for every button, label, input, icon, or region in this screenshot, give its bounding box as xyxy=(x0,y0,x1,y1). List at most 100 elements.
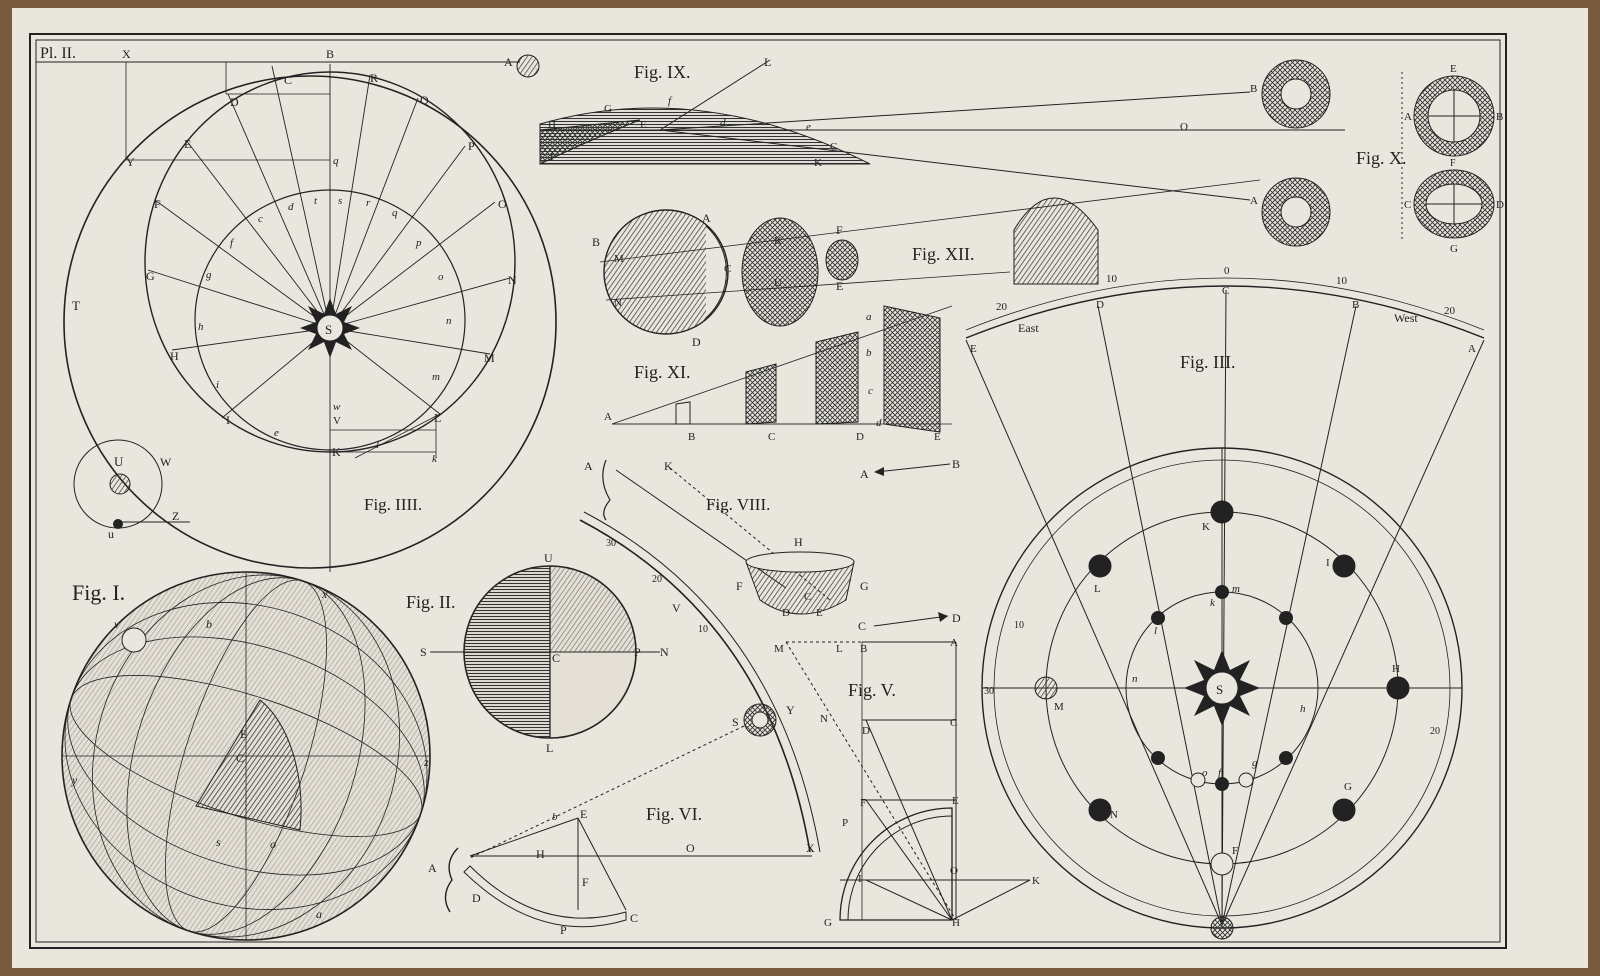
fig9-label-G: G xyxy=(604,103,612,115)
fig11-pane-small xyxy=(745,363,777,425)
fig6-label-S: S xyxy=(732,715,739,729)
fig11-label-d: d xyxy=(876,417,882,429)
fig9-label-L: L xyxy=(764,55,771,69)
fig8-diagram: Fig. VIII. A K H F G C D E V Y xyxy=(584,459,869,717)
fig8-label-V: V xyxy=(672,601,681,615)
fig3-letter-B: B xyxy=(1352,299,1359,311)
fig4-label-D: D xyxy=(230,95,239,109)
fig9-label-C: C xyxy=(830,141,837,153)
fig4-label-B: B xyxy=(326,47,334,61)
arrow-AB: A B xyxy=(860,457,960,481)
arrow-CD-C: C xyxy=(858,619,866,633)
fig4-diagram: S U W Z u A X B C D R Q P O N M L K I H … xyxy=(36,47,557,572)
fig6-label-b: b xyxy=(552,811,558,823)
fig4-label-I: I xyxy=(226,413,230,427)
fig6-scale-10: 10 xyxy=(698,624,708,635)
fig1-label-s: s xyxy=(216,835,221,849)
fig11-label-a: a xyxy=(866,311,872,323)
fig10-label-C: C xyxy=(1404,199,1411,211)
fig5-label-N: N xyxy=(820,713,828,725)
fig11-label-D: D xyxy=(856,431,864,443)
fig3-east: East xyxy=(1018,321,1039,335)
fig3-ring-20: 20 xyxy=(1430,726,1440,737)
fig10-title: Fig. X. xyxy=(1356,148,1407,168)
fig4-inner-r: r xyxy=(366,197,371,209)
fig8-title: Fig. VIII. xyxy=(706,495,770,514)
fig1-sun-u xyxy=(121,627,147,653)
fig4-inner-p: p xyxy=(415,237,422,249)
fig12-title: Fig. XII. xyxy=(912,244,975,264)
fig3-diagram: East West 20 10 0 10 20 E D C B A Fig. I… xyxy=(965,265,1485,940)
fig3-scale-2: 0 xyxy=(1224,265,1230,277)
fig4-title: Fig. IIII. xyxy=(364,495,422,514)
fig12-label-N: N xyxy=(614,297,622,309)
fig4-inner-i: i xyxy=(216,379,219,391)
fig1-label-C: C xyxy=(236,751,244,765)
fig4-label-A: A xyxy=(504,55,513,69)
fig3-scale-1: 10 xyxy=(1106,273,1118,285)
fig3-scale-3: 10 xyxy=(1336,275,1348,287)
fig3-ring-30: 30 xyxy=(984,686,994,697)
fig8-label-K: K xyxy=(664,459,673,473)
fig11-label-B: B xyxy=(688,431,695,443)
fig9-label-H: H xyxy=(548,119,556,131)
fig6-scale xyxy=(463,865,627,928)
fig1-shadow xyxy=(195,699,302,831)
fig3-sun-label: S xyxy=(1216,682,1223,697)
fig5-label-I: I xyxy=(858,873,862,885)
fig12-label-A: A xyxy=(702,211,711,225)
fig4-label-w: w xyxy=(333,401,341,413)
fig3-scale-4: 20 xyxy=(1444,305,1456,317)
fig10-label-G: G xyxy=(1450,243,1458,255)
fig11-label-c: c xyxy=(868,385,873,397)
fig4-label-Y: Y xyxy=(126,155,135,169)
arrow-AB-B: B xyxy=(952,457,960,471)
fig6-scale-30: 30 xyxy=(606,538,616,549)
fig4-label-X: X xyxy=(122,47,131,61)
fig1-label-z: z xyxy=(423,755,429,769)
fig3-scale-0: 20 xyxy=(996,301,1008,313)
fig5-label-A: A xyxy=(950,637,958,649)
fig9-title: Fig. IX. xyxy=(634,62,691,82)
fig2-label-C: C xyxy=(552,651,560,665)
fig9-diagram: Fig. IX. L G f H E d e C K I B A O xyxy=(539,39,1345,247)
fig6-label-X: X xyxy=(806,841,815,855)
fig11-label-b: b xyxy=(866,347,872,359)
fig10-diagram: Fig. X. E A B F C D G xyxy=(1356,63,1504,255)
fig3-sun: S xyxy=(1184,650,1260,726)
fig9-label-K: K xyxy=(814,157,822,169)
fig5-label-L: L xyxy=(836,643,843,655)
fig9-label-I: I xyxy=(550,151,554,163)
fig3-letter-D: D xyxy=(1096,299,1104,311)
fig5-label-B: B xyxy=(860,643,867,655)
fig6-label-F: F xyxy=(582,875,589,889)
fig4-inner-c: c xyxy=(258,213,263,225)
fig4-inner-o: o xyxy=(438,271,444,283)
fig3-planets xyxy=(1034,500,1410,940)
fig1-label-o: o xyxy=(270,837,276,851)
fig11-pane-large xyxy=(883,305,941,433)
fig4-label-O: O xyxy=(498,197,507,211)
fig4-label-T: T xyxy=(72,298,80,313)
fig4-inner-g: g xyxy=(206,269,212,281)
fig4-moon-label-U: U xyxy=(114,454,124,469)
fig12-label-K: K xyxy=(774,235,782,247)
fig2-label-P: P xyxy=(634,645,641,659)
fig4-ball-A xyxy=(516,54,540,78)
fig5-label-O: O xyxy=(950,865,958,877)
fig4-label-E: E xyxy=(184,137,191,151)
fig12-image-K xyxy=(741,217,819,327)
fig4-rays xyxy=(147,64,511,572)
fig5-label-F: F xyxy=(860,797,866,809)
fig10-label-B: B xyxy=(1496,111,1503,123)
fig4-sun-label: S xyxy=(325,322,332,337)
fig6-label-P: P xyxy=(560,923,567,937)
fig6-label-C: C xyxy=(630,911,638,925)
fig5-diagram: Fig. V. M L B A N D C F E P I O K G H xyxy=(774,637,1040,929)
fig3-label-f: f xyxy=(1218,767,1223,779)
fig8-label-E: E xyxy=(816,607,823,619)
fig8-label-G: G xyxy=(860,579,869,593)
fig3-west: West xyxy=(1394,311,1418,325)
fig4-moon-label-Z: Z xyxy=(172,509,179,523)
fig12-label-M: M xyxy=(614,253,624,265)
